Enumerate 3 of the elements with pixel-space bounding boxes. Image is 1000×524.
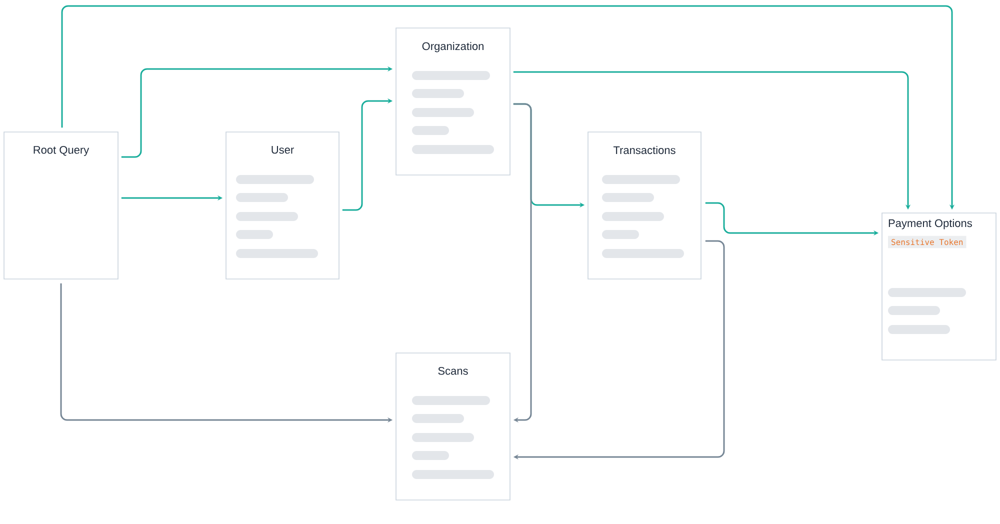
- card-box: Payment Options Sensitive Token: [882, 212, 996, 360]
- arrow: [513, 103, 532, 423]
- card-box: Root Query: [4, 132, 118, 280]
